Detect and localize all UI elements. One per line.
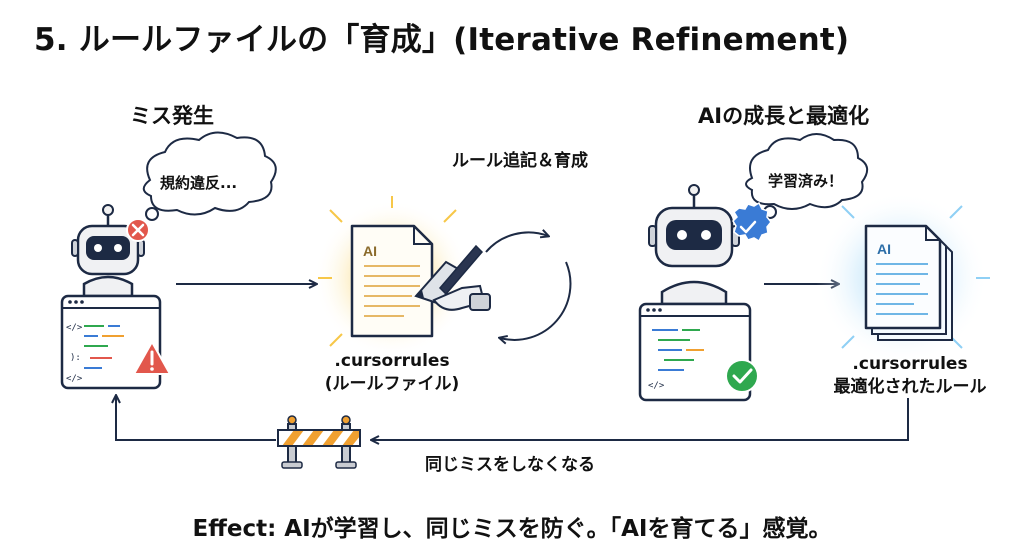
robot-hand-pen-icon [414, 244, 491, 311]
heading-mistake: ミス発生 [130, 104, 214, 128]
code-glyph-mid-left: ): [70, 353, 81, 363]
optimized-file-name: .cursorrules [852, 354, 968, 374]
error-x-icon [126, 218, 150, 242]
rule-file-caption: (ルールファイル) [324, 374, 460, 394]
thought-text-left: 規約違反... [160, 174, 238, 192]
code-window-left [60, 294, 162, 390]
thought-text-right: 学習済み！ [768, 172, 844, 190]
feedback-label: 同じミスをしなくなる [425, 455, 595, 475]
robot-error [71, 204, 145, 298]
code-glyph-close-left: </> [66, 374, 83, 384]
verified-badge-icon [732, 201, 772, 243]
success-check-icon [725, 359, 759, 393]
warning-triangle-icon [133, 341, 171, 375]
cycle-arrow-bottom [500, 261, 572, 340]
optimized-file-caption: 最適化されたルール [833, 377, 987, 397]
barrier-icon [277, 415, 361, 469]
page-title: 5. ルールファイルの「育成」(Iterative Refinement) [34, 22, 850, 58]
effect-footer: Effect: AIが学習し、同じミスを防ぐ。「AIを育てる」感覚。 [192, 516, 832, 542]
rule-file-name: .cursorrules [334, 351, 450, 371]
code-window-right [638, 302, 752, 402]
cycle-label: ルール追記＆育成 [452, 151, 588, 171]
doc-mark-right: AI [877, 241, 891, 257]
feedback-arrow-left [116, 396, 276, 441]
feedback-arrow-right [372, 398, 909, 440]
doc-mark-left: AI [363, 243, 377, 259]
code-glyph-open-left: </> [66, 323, 83, 333]
code-glyph-close-right: </> [648, 381, 665, 391]
cycle-arrow-top [485, 232, 548, 253]
robot-learned [648, 184, 740, 306]
optimized-file-document [864, 224, 953, 341]
rule-file-document [350, 224, 434, 338]
thought-bubble-left [137, 131, 277, 231]
heading-growth: AIの成長と最適化 [698, 104, 870, 128]
